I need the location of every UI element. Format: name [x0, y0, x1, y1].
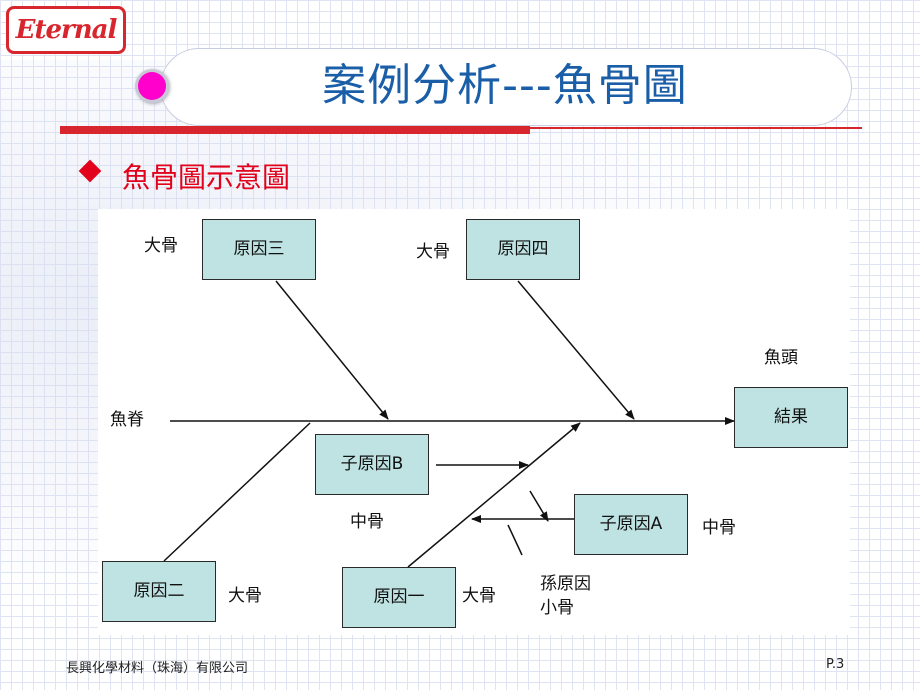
footer-company: 長興化學材料（珠海）有限公司	[66, 661, 249, 676]
box-sub-a: 子原因A	[574, 494, 688, 555]
title-rule-thick	[60, 126, 530, 134]
box-sub-b: 子原因B	[315, 434, 429, 495]
bone-cause2	[163, 422, 311, 562]
label-fish-head: 魚頭	[764, 348, 798, 368]
label-mid-bone: 中骨	[702, 518, 736, 538]
fishbone-diagram: 原因三 原因四 結果 子原因B 子原因A 原因二 原因一 大骨 大骨 魚頭 魚脊…	[98, 209, 850, 635]
label-mid-bone: 中骨	[350, 512, 384, 532]
box-result: 結果	[734, 387, 848, 448]
title-bullet-icon	[138, 72, 166, 100]
box-cause2: 原因二	[102, 561, 216, 622]
slide-subtitle: 魚骨圖示意圖	[122, 161, 291, 194]
label-big-bone: 大骨	[462, 586, 496, 606]
company-logo: Eternal	[6, 6, 126, 54]
label-big-bone: 大骨	[144, 236, 178, 256]
box-cause3: 原因三	[202, 219, 316, 280]
page-number: P.3	[826, 657, 845, 672]
title-banner	[160, 48, 852, 126]
logo-text: Eternal	[15, 15, 118, 45]
bone-cause3	[275, 280, 389, 420]
box-cause1: 原因一	[342, 567, 456, 628]
title-rule-thin	[530, 127, 862, 129]
box-cause4: 原因四	[466, 219, 580, 280]
small-bone-1	[529, 490, 549, 522]
bone-cause1	[407, 422, 581, 568]
bone-cause4	[517, 280, 635, 420]
small-bone-2	[507, 524, 523, 556]
label-big-bone: 大骨	[228, 586, 262, 606]
fishbone-lines	[163, 280, 735, 568]
label-big-bone: 大骨	[416, 242, 450, 262]
slide-title: 案例分析---魚骨圖	[322, 60, 688, 111]
label-grand-cause: 孫原因	[540, 574, 591, 594]
label-small-bone: 小骨	[540, 598, 574, 618]
label-spine: 魚脊	[110, 410, 144, 430]
